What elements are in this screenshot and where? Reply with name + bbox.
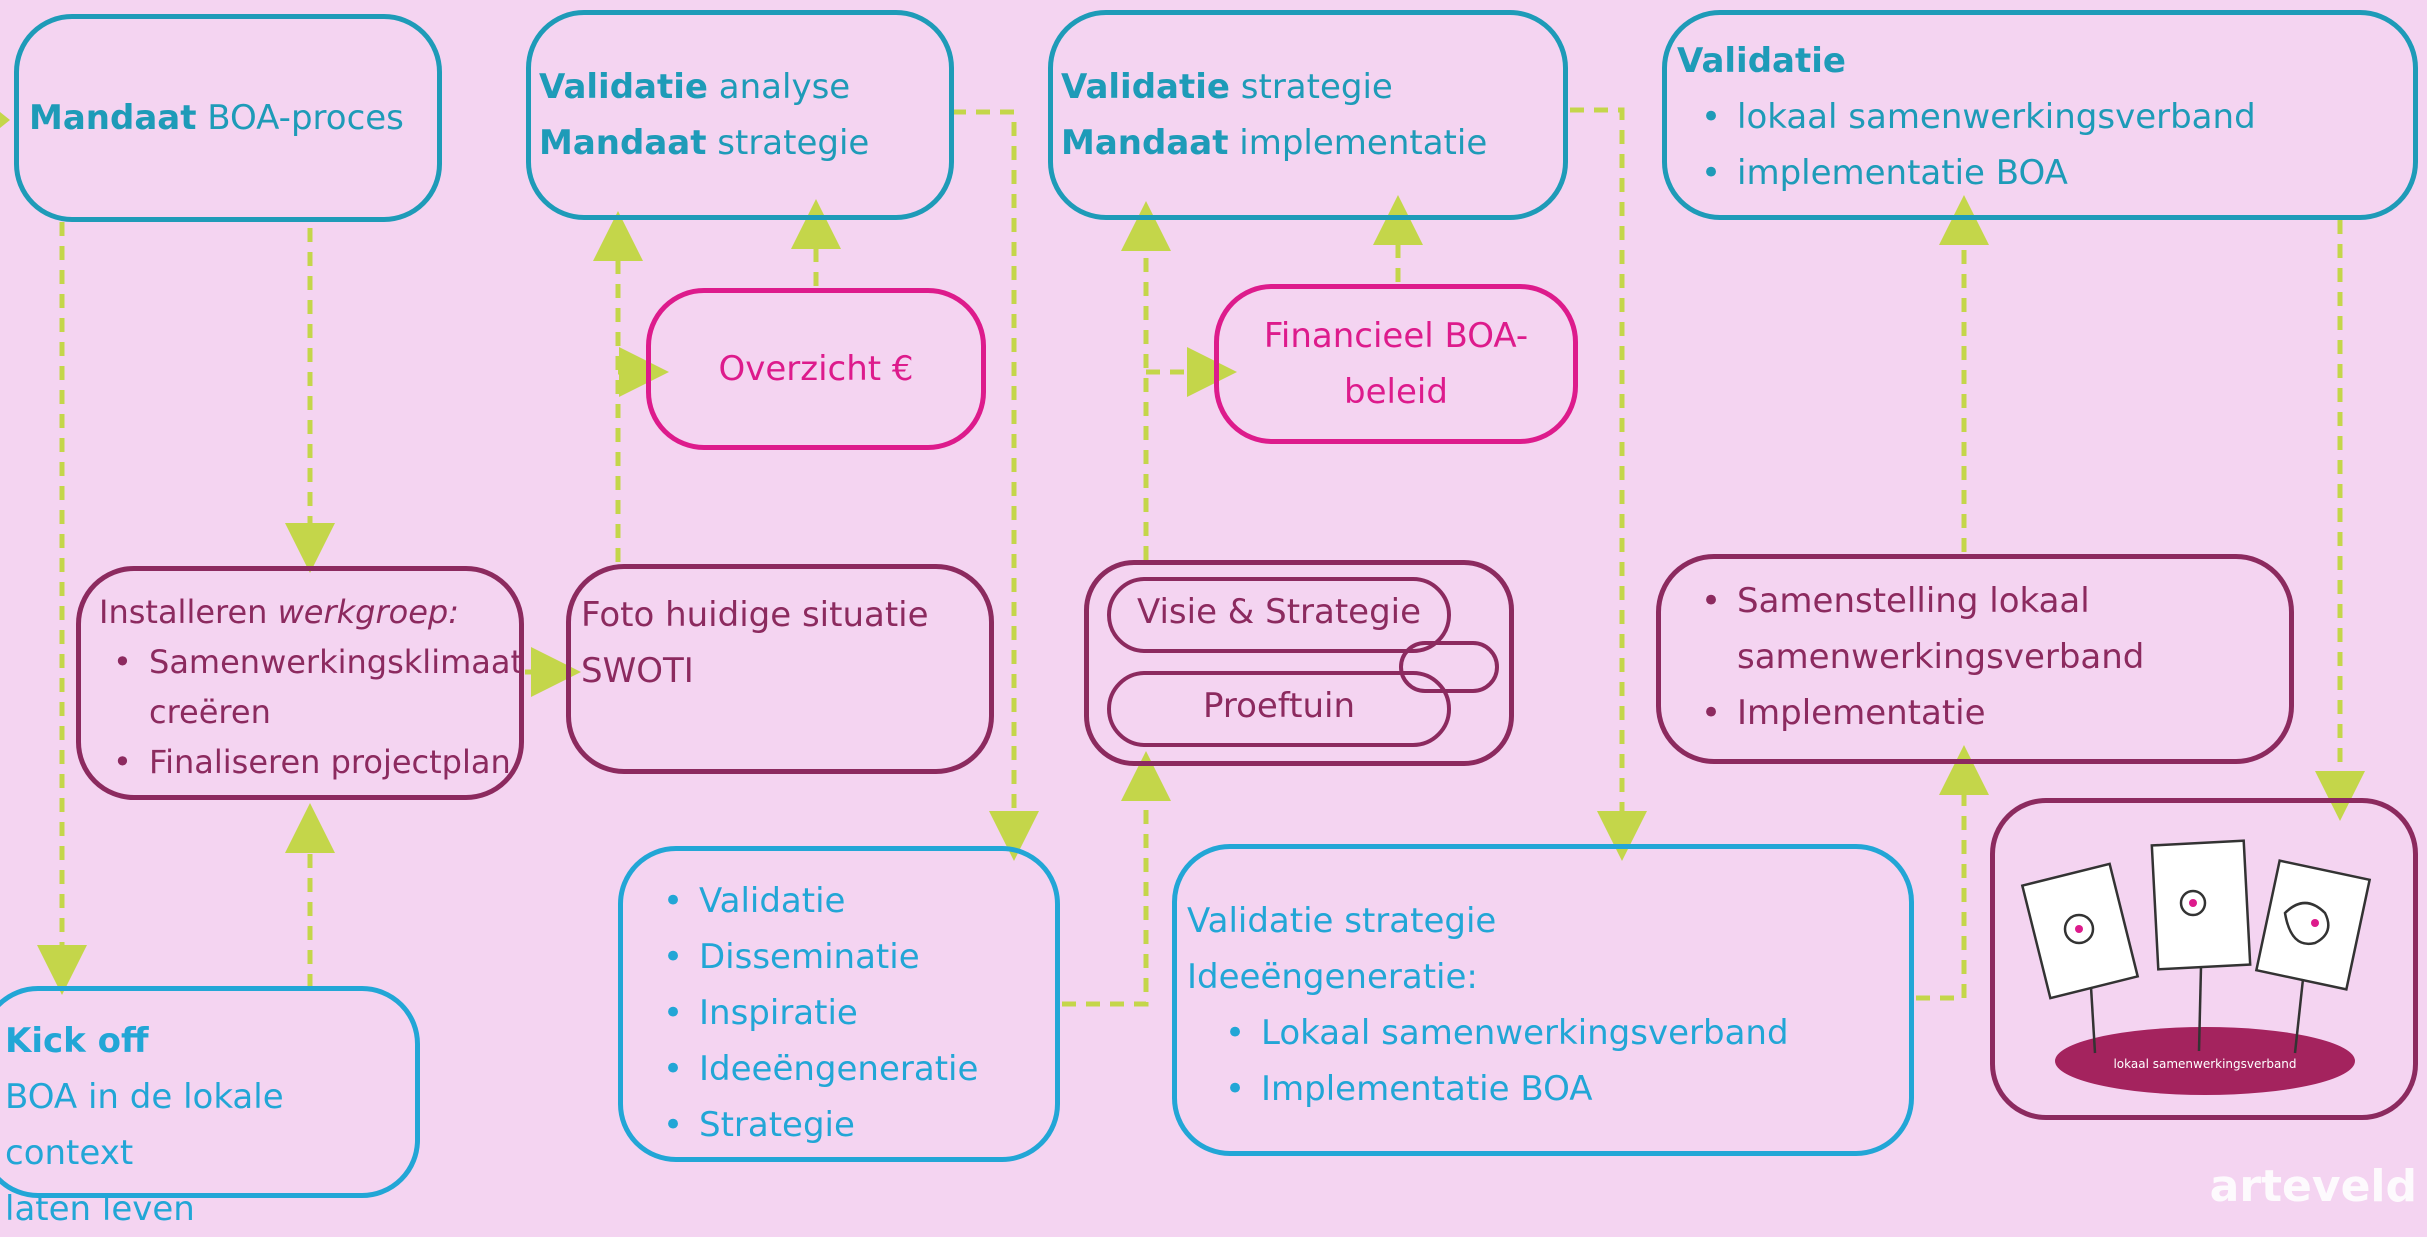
list-item: Validatie: [663, 873, 1055, 929]
idee-line1: Validatie strategie: [1187, 901, 1497, 941]
validatie-bold: Validatie: [539, 67, 708, 107]
list-item: Finaliseren projectplan: [113, 737, 519, 787]
connector-layer: [0, 107, 2365, 1007]
arteveld-logo: arteveld: [2209, 1161, 2417, 1212]
node-foto-huidige-situatie: Foto huidige situatie SWOTI: [566, 564, 994, 774]
node-financieel-boa-beleid: Financieel BOA- beleid: [1214, 284, 1578, 444]
overzicht-text: Overzicht €: [718, 349, 914, 389]
mandaat-text: BOA-proces: [196, 98, 404, 138]
connector-validatie-strategie-to-idee: [1570, 107, 1647, 861]
illustration-caption: lokaal samenwerkingsverband: [2113, 1057, 2296, 1071]
item-line: Samenwerkingsklimaat: [149, 643, 524, 681]
node-illustration: lokaal samenwerkingsverband: [1990, 798, 2418, 1120]
strategie-text: strategie: [1229, 67, 1393, 107]
chip-visie-strategie: Visie & Strategie: [1107, 577, 1451, 653]
connector-loop: [1399, 641, 1499, 693]
entry-arrow: [0, 112, 10, 128]
kickoff-line2: laten leven: [5, 1189, 195, 1229]
werkgroep-list: Samenwerkingsklimaat creëren Finaliseren …: [99, 637, 523, 787]
analyse-text: analyse: [707, 67, 851, 107]
connector-list-to-visie: [1062, 751, 1171, 1007]
validatie-list: Validatie Disseminatie Inspiratie Ideeën…: [623, 873, 1055, 1153]
financieel-line1: Financieel BOA-: [1263, 316, 1529, 356]
node-validatie-final: Validatie lokaal samenwerkingsverband im…: [1662, 10, 2418, 220]
list-item: Disseminatie: [663, 929, 1055, 985]
item-line: samenwerkingsverband: [1737, 637, 2145, 677]
foto-line1: Foto huidige situatie: [581, 595, 929, 635]
node-samenstelling: Samenstelling lokaal samenwerkingsverband…: [1656, 554, 2294, 764]
chip-proeftuin: Proeftuin: [1107, 671, 1451, 747]
node-kick-off: Kick off BOA in de lokale context laten …: [0, 986, 420, 1229]
mandaat-bold: Mandaat: [29, 98, 197, 138]
node-validatie-analyse: Validatie analyse Mandaat strategie: [526, 10, 954, 220]
connector-idee-to-samenstelling: [1916, 745, 1989, 1001]
list-item: Implementatie: [1701, 685, 2289, 741]
implementatie-text: implementatie: [1228, 123, 1488, 163]
idee-line2: Ideeëngeneratie:: [1187, 957, 1478, 997]
item-line: Samenstelling lokaal: [1737, 581, 2090, 621]
financieel-line2: beleid: [1344, 372, 1448, 412]
kickoff-line1: BOA in de lokale context: [5, 1077, 284, 1173]
mandaat-bold: Mandaat: [1061, 123, 1229, 163]
list-item: implementatie BOA: [1701, 145, 2413, 201]
foto-line2: SWOTI: [581, 651, 694, 691]
list-item: Samenwerkingsklimaat creëren: [113, 637, 523, 737]
validatie-final-list: lokaal samenwerkingsverband implementati…: [1677, 89, 2413, 201]
werkgroep-title: Installeren: [99, 593, 278, 631]
list-item: lokaal samenwerkingsverband: [1701, 89, 2413, 145]
samenstelling-list: Samenstelling lokaal samenwerkingsverband…: [1661, 573, 2289, 741]
connector-validatie-analyse-to-list: [952, 109, 1039, 861]
list-item: Ideeëngeneratie: [663, 1041, 1055, 1097]
validatie-bold: Validatie: [1061, 67, 1230, 107]
werkgroep-italic: werkgroep:: [277, 593, 459, 631]
diagram-canvas: Mandaat BOA-proces Validatie analyse Man…: [0, 0, 2427, 1198]
list-item: Samenstelling lokaal samenwerkingsverband: [1701, 573, 2289, 685]
list-item: Strategie: [663, 1097, 1055, 1153]
hands-holding-signs-illustration: lokaal samenwerkingsverband: [2020, 839, 2372, 1095]
list-item: Inspiratie: [663, 985, 1055, 1041]
strategie-text: strategie: [706, 123, 870, 163]
node-mandaat-boa-proces: Mandaat BOA-proces: [14, 14, 442, 222]
kickoff-title: Kick off: [5, 1021, 149, 1061]
list-item: Lokaal samenwerkingsverband: [1225, 1005, 1909, 1061]
item-line: creëren: [149, 693, 271, 731]
list-item: Implementatie BOA: [1225, 1061, 1909, 1117]
node-validatie-strategie: Validatie strategie Mandaat implementati…: [1048, 10, 1568, 220]
node-installeren-werkgroep: Installeren werkgroep: Samenwerkingsklim…: [76, 566, 524, 800]
idee-list: Lokaal samenwerkingsverband Implementati…: [1187, 1005, 1909, 1117]
node-overzicht: Overzicht €: [646, 288, 986, 450]
node-validatie-list: Validatie Disseminatie Inspiratie Ideeën…: [618, 846, 1060, 1162]
node-validatie-strategie-idee: Validatie strategie Ideeëngeneratie: Lok…: [1172, 844, 1914, 1156]
node-visie-proeftuin: Visie & Strategie Proeftuin: [1084, 560, 1514, 766]
validatie-title: Validatie: [1677, 41, 1846, 81]
mandaat-bold: Mandaat: [539, 123, 707, 163]
